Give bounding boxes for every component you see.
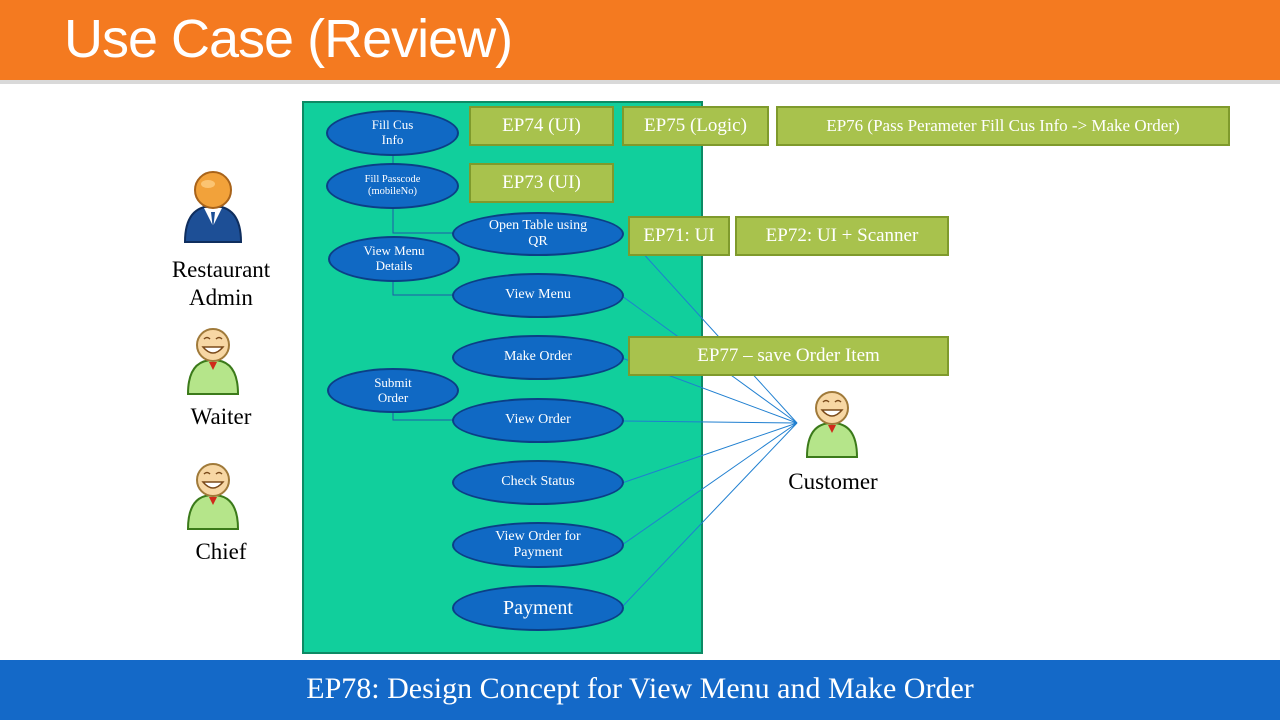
task-ep72: EP72: UI + Scanner bbox=[735, 216, 949, 256]
task-ep75: EP75 (Logic) bbox=[622, 106, 769, 146]
usecase-fill-passcode: Fill Passcode (mobileNo) bbox=[326, 163, 459, 209]
usecase-fill-cus-info: Fill Cus Info bbox=[326, 110, 459, 156]
task-ep77: EP77 – save Order Item bbox=[628, 336, 949, 376]
actor-restaurant-admin-label: Restaurant Admin bbox=[171, 257, 271, 310]
business-person-icon bbox=[183, 171, 243, 243]
actor-chief-label: Chief bbox=[195, 539, 247, 564]
smiling-person-icon bbox=[186, 463, 240, 530]
task-ep71: EP71: UI bbox=[628, 216, 730, 256]
usecase-make-order: Make Order bbox=[452, 335, 624, 380]
usecase-view-menu-details: View Menu Details bbox=[328, 236, 460, 282]
actor-customer-label: Customer bbox=[788, 469, 878, 494]
actor-waiter-label: Waiter bbox=[190, 404, 252, 429]
usecase-payment: Payment bbox=[452, 585, 624, 631]
task-ep74: EP74 (UI) bbox=[469, 106, 614, 146]
task-ep76: EP76 (Pass Perameter Fill Cus Info -> Ma… bbox=[776, 106, 1230, 146]
usecase-submit-order: Submit Order bbox=[327, 368, 459, 413]
title-divider bbox=[0, 80, 1280, 84]
usecase-view-order: View Order bbox=[452, 398, 624, 443]
usecase-check-status: Check Status bbox=[452, 460, 624, 505]
smiling-person-icon bbox=[805, 391, 859, 458]
usecase-open-table: Open Table using QR bbox=[452, 212, 624, 256]
task-ep73: EP73 (UI) bbox=[469, 163, 614, 203]
footer-caption: EP78: Design Concept for View Menu and M… bbox=[306, 672, 974, 705]
title-bar bbox=[0, 0, 1280, 80]
footer-bar bbox=[0, 660, 1280, 720]
smiling-person-icon bbox=[186, 328, 240, 395]
slide-title: Use Case (Review) bbox=[64, 9, 513, 69]
usecase-view-menu: View Menu bbox=[452, 273, 624, 318]
usecase-view-order-for-payment: View Order for Payment bbox=[452, 522, 624, 568]
